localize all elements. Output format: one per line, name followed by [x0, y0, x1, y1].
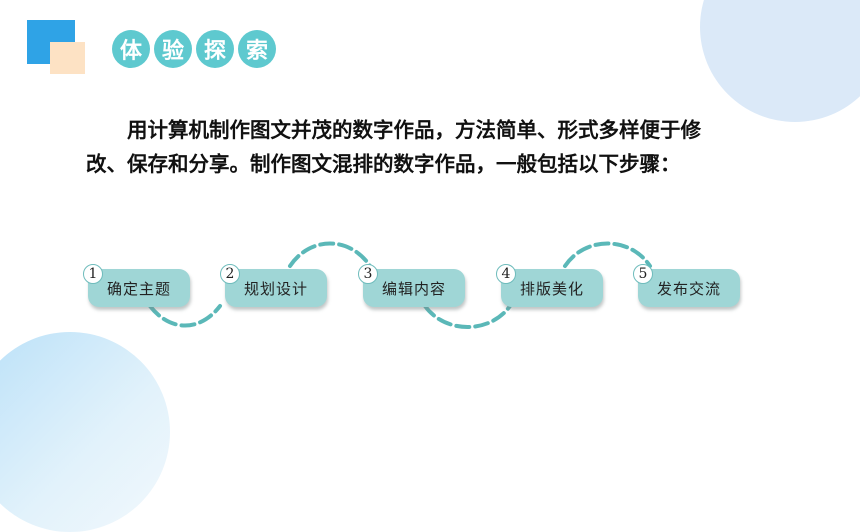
section-title: 体 验 探 索 — [112, 30, 276, 68]
title-char: 验 — [154, 30, 192, 68]
step-connector-wave — [148, 241, 652, 329]
title-char: 探 — [196, 30, 234, 68]
step-2: 2 规划设计 — [220, 264, 327, 307]
decorative-square-peach — [50, 42, 85, 74]
title-char: 索 — [238, 30, 276, 68]
step-number: 2 — [220, 264, 240, 284]
step-5: 5 发布交流 — [633, 264, 740, 307]
step-label: 编辑内容 — [363, 269, 465, 307]
step-1: 1 确定主题 — [83, 264, 190, 307]
title-char: 体 — [112, 30, 150, 68]
step-3: 3 编辑内容 — [358, 264, 465, 307]
step-label: 确定主题 — [88, 269, 190, 307]
step-number: 4 — [496, 264, 516, 284]
step-label: 发布交流 — [638, 269, 740, 307]
intro-paragraph: 用计算机制作图文并茂的数字作品，方法简单、形式多样便于修改、保存和分享。制作图文… — [86, 118, 701, 176]
step-number: 1 — [83, 264, 103, 284]
step-number: 5 — [633, 264, 653, 284]
step-number: 3 — [358, 264, 378, 284]
step-label: 排版美化 — [501, 269, 603, 307]
step-label: 规划设计 — [225, 269, 327, 307]
step-4: 4 排版美化 — [496, 264, 603, 307]
